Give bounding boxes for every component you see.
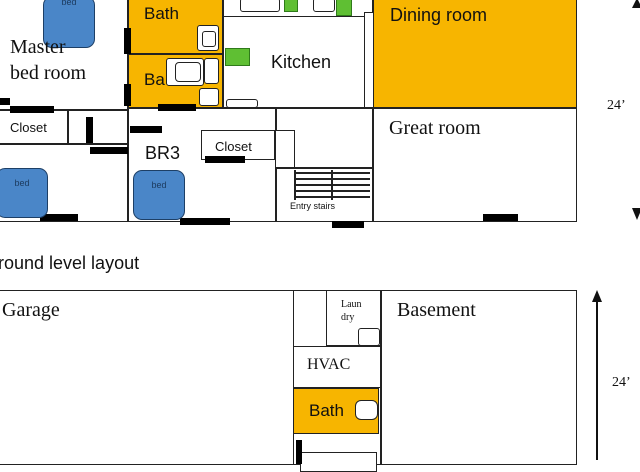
- kitchen-label: Kitchen: [271, 52, 332, 72]
- bed-label: bed: [61, 0, 77, 7]
- door: [124, 28, 131, 54]
- laundry-label: Laun dry: [341, 299, 362, 323]
- stair-side: [294, 170, 296, 200]
- lower-dimension-label: 24’: [612, 375, 631, 390]
- basement-label: Basement: [397, 299, 476, 321]
- lower-stair-room: [300, 452, 377, 472]
- window: [284, 0, 298, 12]
- sink-basin: [202, 31, 216, 47]
- dining-room-room: [373, 0, 577, 108]
- hvac-label: HVAC: [307, 356, 351, 373]
- door: [205, 156, 245, 163]
- tub-basin: [175, 62, 201, 82]
- great-room-room: [373, 108, 577, 222]
- stair-tread: [295, 196, 370, 198]
- kitchen-bottom-fixture: [226, 99, 258, 108]
- master-bedroom-label: Master bed room: [10, 36, 87, 84]
- closet-br3-side: [275, 130, 295, 168]
- door: [158, 104, 196, 111]
- stair-divider: [331, 170, 333, 200]
- stair-tread: [295, 178, 370, 180]
- bed-icon: bed: [0, 168, 48, 218]
- door: [86, 117, 93, 143]
- door: [180, 218, 230, 225]
- bath-top-label: Bath: [144, 4, 179, 23]
- bath-mid-fixture: [204, 58, 219, 84]
- door: [332, 221, 364, 228]
- closet-left-room: [0, 110, 68, 144]
- upper-dimension-arrow-head-top: [632, 0, 640, 8]
- entry-stairs-room: [276, 168, 373, 222]
- entry-stairs-label: Entry stairs: [290, 201, 336, 211]
- dining-room-label: Dining room: [390, 5, 488, 25]
- lower-bath-fixture: [355, 400, 378, 420]
- upper-dimension-arrow-head: [632, 208, 640, 220]
- toilet-fixture: [199, 88, 219, 106]
- door: [130, 126, 162, 133]
- bed-icon: bed: [43, 0, 95, 48]
- bed-label: bed: [14, 178, 30, 188]
- door: [0, 98, 10, 105]
- stair-tread: [295, 184, 370, 186]
- stair-tread: [295, 190, 370, 192]
- floor-caption: round level layout: [0, 253, 140, 273]
- window: [336, 0, 352, 16]
- door: [40, 214, 78, 221]
- door: [90, 147, 128, 154]
- upper-dimension-label: 24’: [607, 98, 626, 113]
- hall-left: [68, 110, 128, 144]
- bath-mid-label: Ba: [144, 70, 165, 89]
- door: [10, 106, 54, 113]
- bed-icon: bed: [133, 170, 185, 220]
- window: [225, 48, 250, 66]
- door: [483, 214, 518, 221]
- hvac-room: [293, 346, 381, 388]
- great-room-label: Great room: [389, 117, 481, 139]
- garage-label: Garage: [2, 299, 60, 321]
- garage-room: [0, 290, 294, 465]
- lower-dimension-arrow-line: [596, 300, 598, 460]
- door: [124, 84, 131, 106]
- closet-left-label: Closet: [10, 120, 47, 135]
- br3-label: BR3: [145, 143, 181, 163]
- laundry-fixture: [358, 328, 380, 346]
- stair-tread: [295, 172, 370, 174]
- kitchen-appliance-fixture: [313, 0, 335, 12]
- basement-room: [381, 290, 577, 465]
- closet-br3-label: Closet: [215, 139, 252, 154]
- bed-label: bed: [151, 180, 167, 190]
- door: [296, 440, 302, 464]
- lower-bath-label: Bath: [309, 401, 344, 420]
- lower-dimension-arrow-head: [592, 290, 602, 302]
- kitchen-sink-fixture: [240, 0, 280, 12]
- closet-br3-room: [201, 130, 275, 160]
